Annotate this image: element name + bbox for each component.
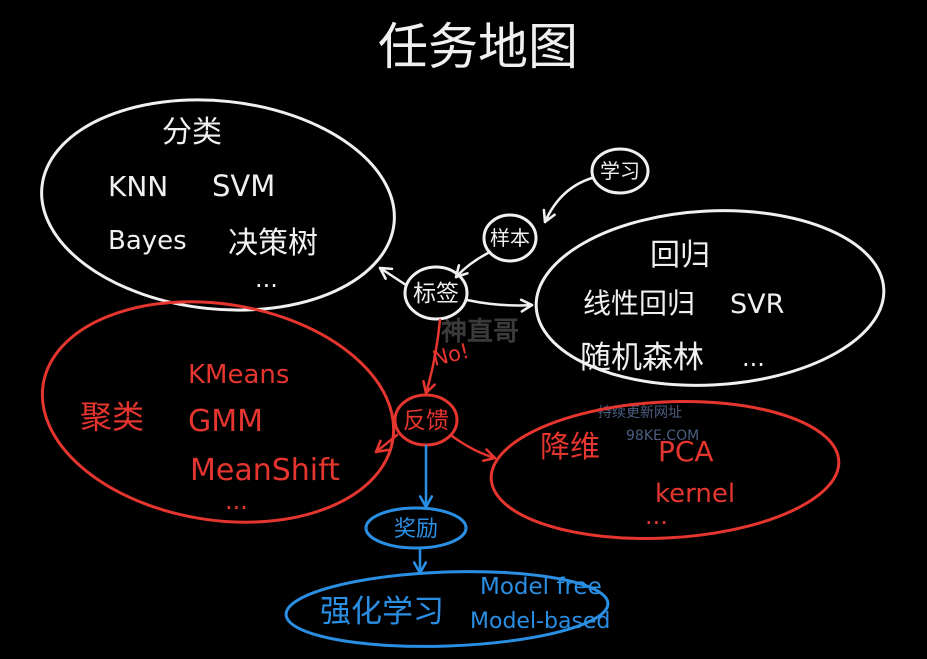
reinforcement-ellipse xyxy=(284,570,610,648)
reinforcement-title: 强化学习 xyxy=(320,594,444,630)
clustering-item-kmeans: KMeans xyxy=(188,360,289,390)
learning-label: 学习 xyxy=(600,159,640,183)
labels-node xyxy=(403,265,469,321)
regression-item-linear: 线性回归 xyxy=(583,287,695,320)
reward-label: 奖励 xyxy=(394,517,438,542)
page-title: 任务地图 xyxy=(378,18,578,76)
classification-item-knn: KNN xyxy=(108,170,168,203)
labels-label: 标签 xyxy=(413,281,459,307)
classification-item-more: ... xyxy=(255,265,278,293)
clustering-title: 聚类 xyxy=(80,398,144,436)
reward-node xyxy=(364,506,468,550)
arrow-labels-to-classification xyxy=(378,266,408,287)
watermark-mark: 神直哥 xyxy=(441,317,519,347)
dim-reduction-title: 降维 xyxy=(540,430,600,465)
learning-node xyxy=(590,147,650,195)
reinforcement-item-model-free: Model free xyxy=(480,574,602,600)
classification-item-svm: SVM xyxy=(212,169,275,203)
arrow-samples-to-labels xyxy=(454,250,492,279)
clustering-ellipse xyxy=(40,300,396,524)
watermark-line2: 98KE.COM xyxy=(626,428,699,444)
dim-reduction-ellipse xyxy=(489,399,841,541)
classification-item-bayes: Bayes xyxy=(108,226,187,256)
dim-reduction-item-pca: PCA xyxy=(658,435,714,468)
arrow-learning-to-samples xyxy=(542,176,594,224)
arrow-feedback-to-dim-reduction xyxy=(450,434,497,463)
arrow-labels-to-regression xyxy=(465,298,534,313)
regression-item-more: ... xyxy=(742,344,765,372)
samples-node xyxy=(482,213,538,263)
feedback-label: 反馈 xyxy=(403,408,449,434)
clustering-item-meanshift: MeanShift xyxy=(190,453,340,488)
clustering-item-more: ... xyxy=(225,487,248,515)
regression-title: 回归 xyxy=(650,238,710,273)
dim-reduction-item-more: ... xyxy=(645,502,668,530)
classification-ellipse xyxy=(40,98,396,312)
classification-title: 分类 xyxy=(162,115,222,150)
reinforcement-item-model-based: Model-based xyxy=(470,609,610,634)
regression-ellipse xyxy=(534,209,886,387)
watermark-line1: 持续更新网址 xyxy=(598,404,682,421)
clustering-item-gmm: GMM xyxy=(188,404,263,439)
arrow-labels-to-feedback xyxy=(422,318,442,395)
regression-item-svr: SVR xyxy=(730,289,784,320)
samples-label: 样本 xyxy=(490,226,530,250)
regression-item-random-forest: 随机森林 xyxy=(580,340,704,376)
dim-reduction-item-kernel: kernel xyxy=(655,479,735,509)
classification-item-decision-tree: 决策树 xyxy=(228,226,318,261)
